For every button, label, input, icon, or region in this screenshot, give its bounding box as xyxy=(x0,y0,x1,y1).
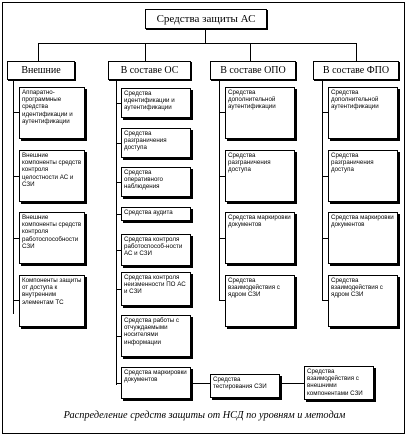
branch-fpo-4 xyxy=(322,300,328,301)
root-node: Средства защиты АС xyxy=(145,9,267,29)
branch-os-4 xyxy=(116,214,121,215)
external-item-3: Внешние компоненты средств контроля рабо… xyxy=(19,212,85,264)
os-item-8: Средства маркировки документов xyxy=(121,367,191,399)
branch-os-to-interaction xyxy=(280,383,304,384)
branch-external-4 xyxy=(13,300,19,301)
opo-item-1: Средства дополнительной аутентификации xyxy=(225,87,295,139)
branch-external-2 xyxy=(13,176,19,177)
connector-cat-3 xyxy=(250,43,251,61)
branch-fpo-2 xyxy=(322,176,328,177)
branch-external-3 xyxy=(13,238,19,239)
branch-opo-1 xyxy=(219,112,225,113)
connector-cat-4 xyxy=(356,43,357,61)
branch-fpo-1 xyxy=(322,112,328,113)
branch-opo-4 xyxy=(219,300,225,301)
connector-cat-1 xyxy=(38,43,39,61)
branch-os-2 xyxy=(116,143,121,144)
branch-os-5 xyxy=(116,250,121,251)
os-extra-testing: Средства тестирования СЗИ xyxy=(210,374,280,398)
external-item-4: Компоненты защиты от доступа к внутренни… xyxy=(19,275,85,327)
os-extra-interaction: Средства взаимодействия с внешними компо… xyxy=(304,366,374,400)
branch-os-to-testing xyxy=(190,383,210,384)
branch-os-6 xyxy=(116,289,121,290)
category-fpo: В составе ФПО xyxy=(313,61,399,80)
os-item-7: Средства работы с отчуждаемыми носителям… xyxy=(121,315,191,357)
connector-root-down xyxy=(205,29,206,43)
spine-external xyxy=(13,80,14,314)
fpo-item-3: Средства маркировки документов xyxy=(328,212,398,264)
outer-frame xyxy=(2,2,405,434)
connector-cat-2 xyxy=(145,43,146,61)
category-os: В составе ОС xyxy=(108,61,191,80)
external-item-1: Аппаратно-программные средства идентифик… xyxy=(19,87,85,139)
os-item-5: Средства контроля работоспособ-ности АС … xyxy=(121,234,191,266)
branch-fpo-3 xyxy=(322,238,328,239)
fpo-item-4: Средства взаимодействия с ядром СЗИ xyxy=(328,275,398,327)
figure-caption: Распределение средств защиты от НСД по у… xyxy=(63,410,346,421)
branch-opo-3 xyxy=(219,238,225,239)
branch-os-1 xyxy=(116,103,121,104)
branch-opo-2 xyxy=(219,176,225,177)
connector-top-bus xyxy=(38,43,356,44)
opo-item-3: Средства маркировки документов xyxy=(225,212,295,264)
branch-external-1 xyxy=(13,112,19,113)
opo-item-4: Средства взаимодействия с ядром СЗИ xyxy=(225,275,295,327)
fpo-item-1: Средства дополнительной аутентификации xyxy=(328,87,398,139)
os-item-1: Средства идентификации и аутентификации xyxy=(121,88,191,118)
os-item-4: Средства аудита xyxy=(121,207,191,221)
os-item-6: Средства контроля неизменности ПО АС и С… xyxy=(121,272,191,306)
fpo-item-2: Средства разграничения доступа xyxy=(328,150,398,202)
os-item-3: Средства оперативного наблюдения xyxy=(121,167,191,197)
os-item-2: Средства разграничения доступа xyxy=(121,128,191,158)
external-item-2: Внешние компоненты средств контроля цело… xyxy=(19,150,85,202)
category-external: Внешние xyxy=(7,61,75,80)
category-opo: В составе ОПО xyxy=(210,61,296,80)
opo-item-2: Средства разграничения доступа xyxy=(225,150,295,202)
spine-opo xyxy=(219,80,220,300)
spine-os xyxy=(116,80,117,385)
branch-os-7 xyxy=(116,336,121,337)
branch-os-8 xyxy=(116,383,121,384)
branch-os-3 xyxy=(116,182,121,183)
spine-fpo xyxy=(322,80,323,300)
